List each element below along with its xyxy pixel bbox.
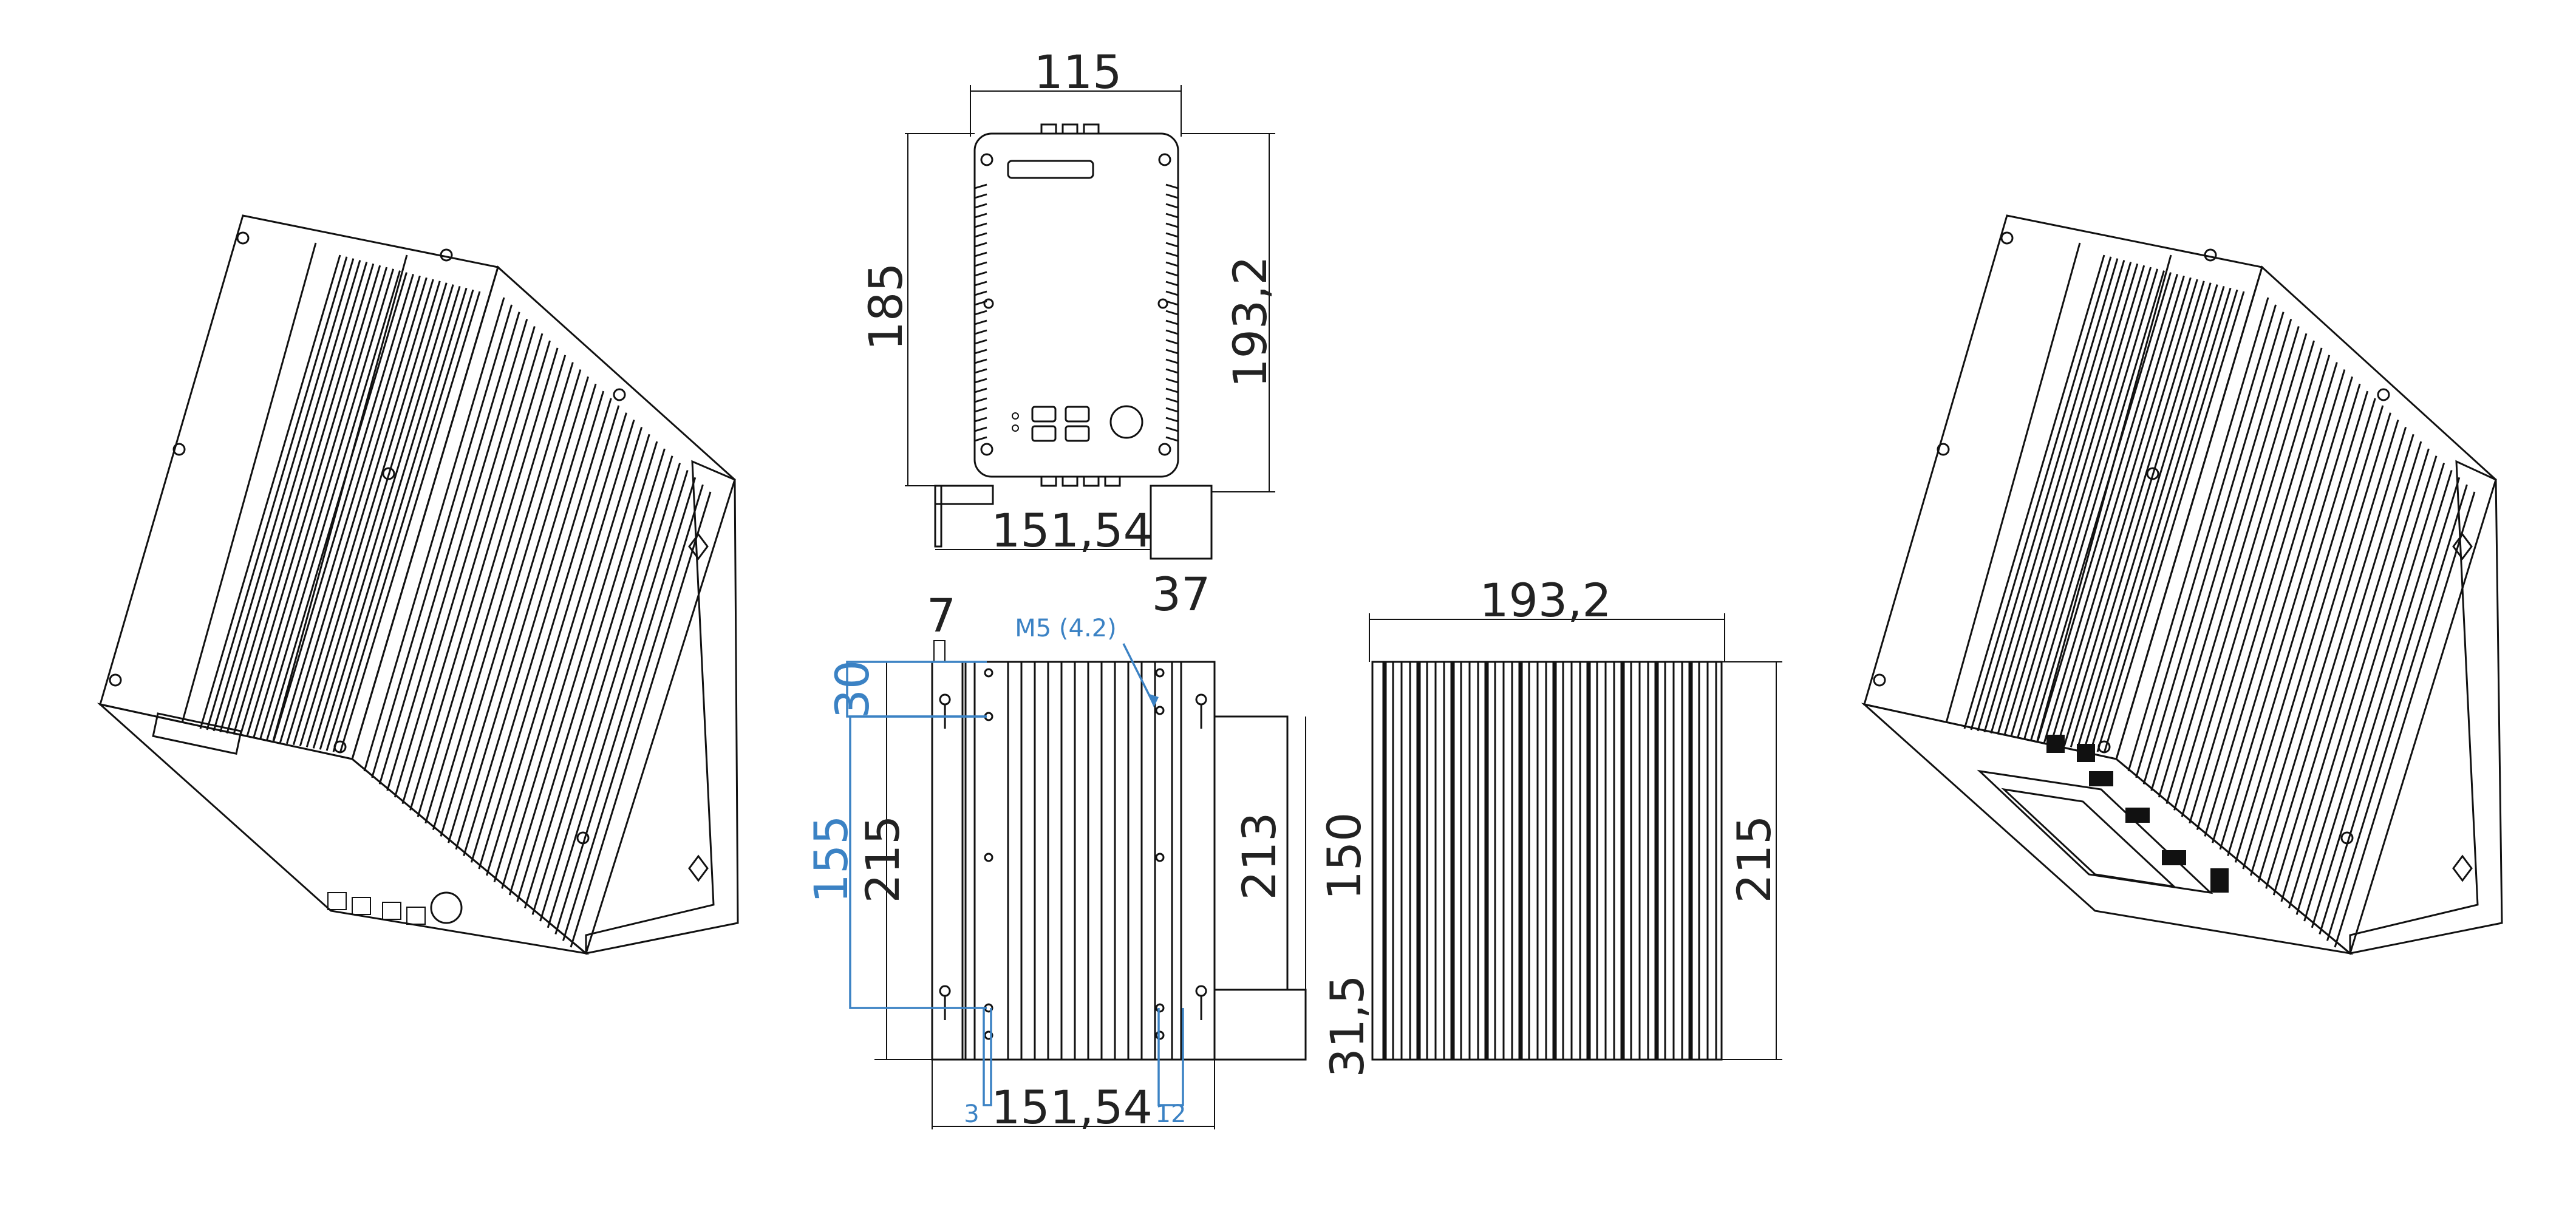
dimension-bottom-width: 151,54 xyxy=(991,503,1153,557)
label-window xyxy=(1007,160,1094,179)
heatsink-fins-side xyxy=(363,297,712,948)
keyhole-slot-icon xyxy=(939,985,951,1020)
foot-bracket xyxy=(1150,485,1213,560)
heatsink-fins-front-right xyxy=(1165,183,1179,442)
power-button-icon xyxy=(430,891,463,924)
dimension-foot-depth: 37 xyxy=(1152,567,1211,621)
rear-ports-icon xyxy=(2046,735,2229,893)
keyhole-slot-icon xyxy=(2452,854,2473,882)
dimension-mount-spacing: 155 xyxy=(804,815,858,903)
heatsink-fins xyxy=(199,254,481,754)
screw-callout: M5 (4.2) xyxy=(1015,614,1117,642)
dimension-width: 115 xyxy=(1034,45,1122,99)
front-panel-slot xyxy=(152,712,242,755)
usb-ports-icon xyxy=(1012,406,1090,442)
keyhole-slot-icon xyxy=(939,693,951,729)
arrow-icon xyxy=(1148,693,1159,707)
keyhole-slot-icon xyxy=(1195,693,1207,729)
dimension-left-margin: 3 xyxy=(964,1100,979,1128)
heatsink-fins xyxy=(1963,254,2245,754)
usb-ports-icon xyxy=(327,892,426,925)
side-view: 7 215 30 155 3 12 M5 (4.2) 213 150 31,5 … xyxy=(804,588,1374,1134)
dimension-height: 215 xyxy=(1727,815,1781,903)
dimension-inner-height: 213 xyxy=(1232,812,1286,900)
heatsink-fins-front-left xyxy=(974,183,987,442)
isometric-view-right xyxy=(1861,214,2503,955)
heatsink-fins-side-view xyxy=(1007,662,1156,1060)
dimension-bracket-offset: 31,5 xyxy=(1320,975,1374,1077)
dimension-bracket-height: 150 xyxy=(1317,812,1371,900)
back-view: 193,2 215 xyxy=(1369,573,1782,1061)
dimension-right-margin: 12 xyxy=(1156,1100,1187,1128)
heatsink-fins-back-view xyxy=(1382,662,1717,1060)
keyhole-slot-icon xyxy=(688,854,709,882)
keyhole-slot-icon xyxy=(1195,985,1207,1020)
dimension-width: 193,2 xyxy=(1479,573,1612,627)
power-button-icon xyxy=(1109,405,1143,439)
dimension-top-offset: 7 xyxy=(927,588,956,642)
keyhole-slot-icon xyxy=(2452,533,2473,560)
heatsink-fins-side xyxy=(2127,297,2476,948)
isometric-view-left xyxy=(97,214,739,955)
dimension-bottom-width: 151,54 xyxy=(991,1080,1153,1134)
dimension-height-left: 185 xyxy=(859,262,913,350)
dimension-height: 215 xyxy=(856,815,910,903)
dimension-mount-offset: 30 xyxy=(825,660,879,719)
front-view: 115 xyxy=(859,45,1277,621)
keyhole-slot-icon xyxy=(688,533,709,560)
dimension-height-right: 193,2 xyxy=(1223,256,1277,388)
